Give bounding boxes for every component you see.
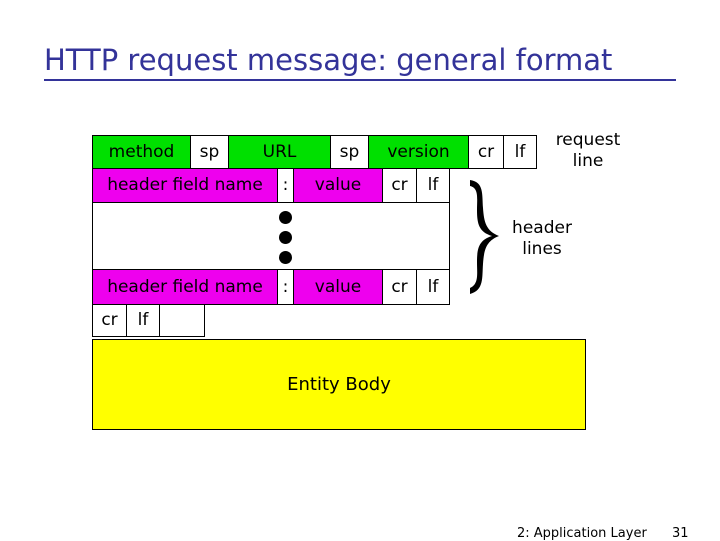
footer-chapter-label: 2: Application Layer — [517, 526, 647, 541]
cell-lf-header-first: lf — [416, 168, 450, 203]
cell-lf-request-line: lf — [503, 135, 537, 169]
cell-lf-header-last: lf — [416, 269, 450, 305]
cell-cr-header-last: cr — [382, 269, 417, 305]
cell-header-field-name-first: header field name — [92, 168, 278, 203]
footer-page-number: 31 — [672, 526, 689, 541]
cell-colon-last: : — [277, 269, 294, 305]
cell-value-first: value — [293, 168, 383, 203]
ellipsis-dot-3 — [279, 251, 292, 264]
cell-lf-blank-line: lf — [126, 304, 160, 337]
cell-header-field-name-last: header field name — [92, 269, 278, 305]
cell-colon-first: : — [277, 168, 294, 203]
ellipsis-dot-2 — [279, 231, 292, 244]
cell-url: URL — [228, 135, 331, 169]
ellipsis-dot-1 — [279, 211, 292, 224]
cell-value-last: value — [293, 269, 383, 305]
page-title: HTTP request message: general format — [44, 44, 676, 82]
cell-blank-line-filler — [159, 304, 205, 337]
cell-cr-blank-line: cr — [92, 304, 127, 337]
cell-method: method — [92, 135, 191, 169]
cell-sp-1: sp — [190, 135, 229, 169]
cell-version: version — [368, 135, 469, 169]
curly-brace-right-icon — [466, 178, 516, 296]
cell-cr-header-first: cr — [382, 168, 417, 203]
cell-cr-request-line: cr — [468, 135, 504, 169]
request-line-annotation: request line — [555, 130, 621, 172]
cell-sp-2: sp — [330, 135, 369, 169]
ellipsis-box — [92, 202, 450, 270]
header-lines-annotation: header lines — [512, 218, 572, 260]
cell-entity-body: Entity Body — [92, 339, 586, 430]
